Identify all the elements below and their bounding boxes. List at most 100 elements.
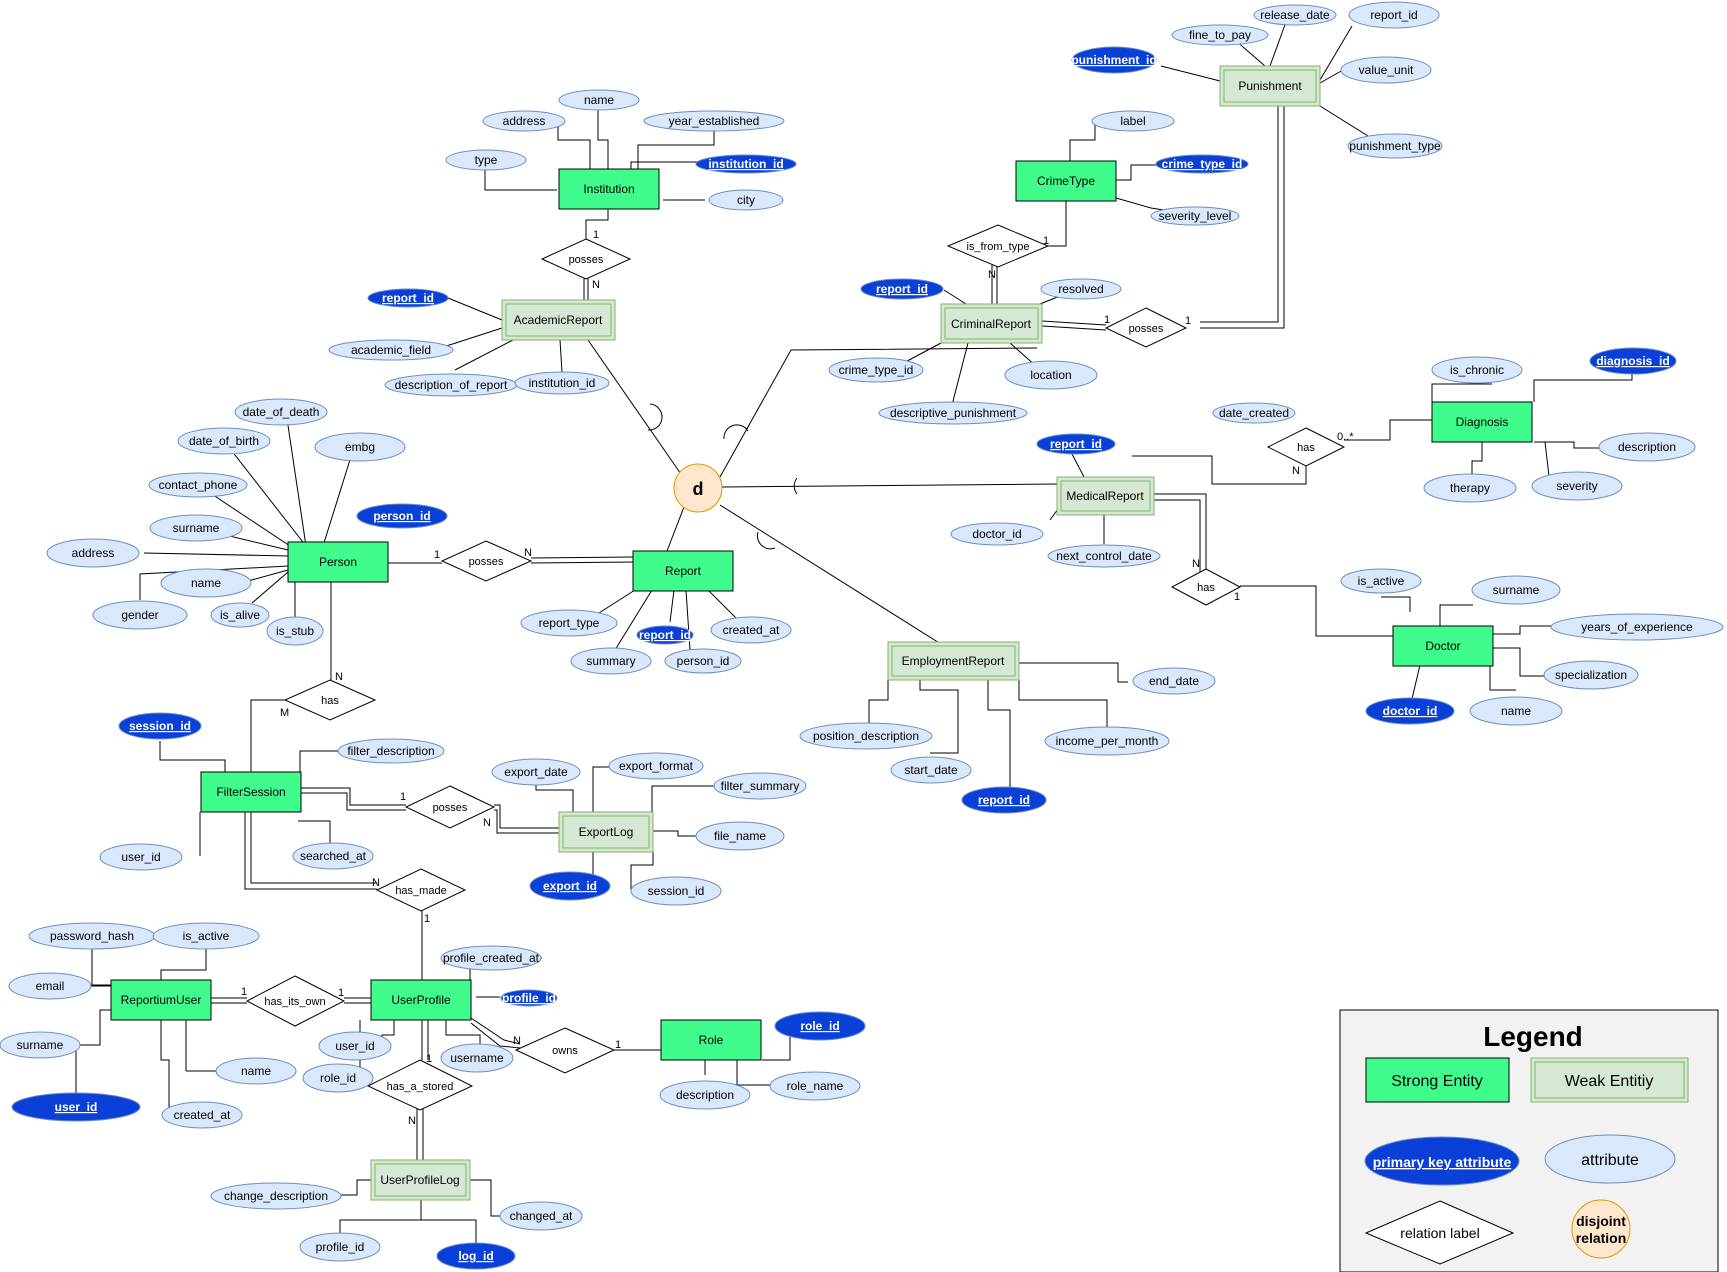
relation-is-from-type[interactable]: is_from_type (946, 224, 1050, 268)
attribute[interactable]: address (482, 110, 566, 132)
attribute[interactable]: severity (1531, 471, 1623, 501)
attribute[interactable]: name (1469, 696, 1563, 726)
attribute[interactable]: address (46, 538, 140, 568)
attribute[interactable]: profile_id (299, 1232, 381, 1262)
pk-attribute[interactable]: report_id (636, 625, 694, 645)
pk-attribute[interactable]: report_id (367, 288, 449, 308)
attribute[interactable]: name (558, 89, 640, 111)
attribute[interactable]: therapy (1423, 473, 1517, 503)
pk-attribute[interactable]: institution_id (695, 154, 797, 174)
pk-attribute[interactable]: crime_type_id (1155, 154, 1249, 174)
attribute[interactable]: filter_description (337, 738, 445, 764)
disjoint-circle[interactable]: d (673, 463, 723, 513)
attribute[interactable]: descriptive_punishment (878, 401, 1028, 425)
attribute[interactable]: is_stub (266, 616, 324, 646)
pk-attribute[interactable]: diagnosis_id (1589, 347, 1677, 375)
entity-doctor[interactable]: Doctor (1392, 625, 1494, 667)
attribute[interactable]: location (1004, 360, 1098, 390)
attribute[interactable]: date_created (1212, 402, 1296, 424)
entity-export-log[interactable]: ExportLog (558, 811, 654, 853)
relation-export-posses[interactable]: posses (404, 785, 496, 829)
attribute[interactable]: username (440, 1043, 514, 1073)
relation-person-posses[interactable]: posses (440, 540, 533, 582)
entity-report[interactable]: Report (632, 550, 734, 592)
entity-filter-session[interactable]: FilterSession (200, 771, 302, 813)
attribute[interactable]: session_id (630, 876, 722, 906)
entity-crime-type[interactable]: CrimeType (1015, 160, 1117, 202)
relation-doctor-has[interactable]: has (1170, 568, 1242, 606)
attribute[interactable]: severity_level (1150, 206, 1240, 226)
attribute[interactable]: report_id (1348, 1, 1440, 29)
attribute[interactable]: description_of_report (384, 373, 518, 397)
attribute[interactable]: change_description (210, 1182, 342, 1210)
relation-inst-posses[interactable]: posses (540, 238, 632, 280)
attribute[interactable]: file_name (695, 821, 785, 851)
attribute[interactable]: description (1598, 432, 1696, 462)
attribute[interactable]: gender (92, 600, 188, 630)
attribute[interactable]: doctor_id (950, 522, 1044, 546)
attribute[interactable]: password_hash (28, 922, 156, 950)
attribute[interactable]: searched_at (292, 842, 374, 870)
attribute[interactable]: is_active (1340, 568, 1422, 594)
entity-punishment[interactable]: Punishment (1219, 65, 1321, 107)
relation-has-made[interactable]: has_made (375, 868, 467, 912)
attribute[interactable]: specialization (1543, 660, 1639, 690)
attribute[interactable]: income_per_month (1044, 726, 1170, 756)
pk-attribute[interactable]: export_id (529, 871, 611, 901)
relation-has-its-own[interactable]: has_its_own (245, 975, 346, 1027)
attribute[interactable]: start_date (890, 756, 972, 784)
relation-person-has[interactable]: has (283, 679, 377, 721)
entity-academic-report[interactable]: AcademicReport (501, 299, 616, 341)
attribute[interactable]: person_id (664, 648, 742, 674)
relation-owns[interactable]: owns (514, 1027, 616, 1074)
pk-attribute[interactable]: session_id (118, 712, 202, 740)
attribute[interactable]: name (160, 568, 252, 598)
pk-attribute[interactable]: report_id (1036, 433, 1116, 455)
attribute[interactable]: year_established (643, 110, 785, 132)
attribute[interactable]: academic_field (328, 339, 454, 361)
attribute[interactable]: profile_created_at (440, 945, 542, 971)
attribute[interactable]: resolved (1040, 278, 1122, 300)
pk-attribute[interactable]: profile_id (500, 989, 558, 1007)
pk-attribute[interactable]: log_id (436, 1242, 516, 1270)
attribute[interactable]: created_at (710, 616, 792, 644)
attribute[interactable]: export_format (608, 752, 704, 780)
attribute[interactable]: is_alive (210, 602, 270, 628)
attribute[interactable]: surname (1471, 575, 1561, 605)
entity-diagnosis[interactable]: Diagnosis (1431, 401, 1533, 443)
pk-attribute[interactable]: doctor_id (1365, 697, 1455, 725)
attribute[interactable]: position_description (799, 722, 933, 750)
entity-institution[interactable]: Institution (558, 168, 660, 210)
attribute[interactable]: crime_type_id (828, 357, 924, 383)
attribute[interactable]: report_type (520, 609, 618, 637)
relation-diag-has[interactable]: has (1266, 427, 1346, 467)
attribute[interactable]: city (708, 189, 784, 211)
attribute[interactable]: surname (149, 514, 243, 542)
attribute[interactable]: name (215, 1057, 297, 1085)
entity-reportium-user[interactable]: ReportiumUser (110, 979, 212, 1021)
attribute[interactable]: date_of_death (234, 398, 328, 426)
attribute[interactable]: release_date (1253, 4, 1337, 26)
entity-user-profile[interactable]: UserProfile (370, 979, 472, 1021)
attribute[interactable]: export_date (491, 758, 581, 786)
attribute[interactable]: user_id (99, 843, 183, 871)
attribute[interactable]: created_at (161, 1101, 243, 1129)
attribute[interactable]: role_name (769, 1071, 861, 1101)
attribute[interactable]: punishment_type (1347, 133, 1443, 159)
attribute[interactable]: date_of_birth (177, 427, 271, 455)
attribute[interactable]: end_date (1132, 667, 1216, 695)
entity-user-profile-log[interactable]: UserProfileLog (370, 1159, 471, 1201)
attribute[interactable]: fine_to_pay (1171, 24, 1269, 46)
attribute[interactable]: institution_id (514, 371, 610, 395)
entity-criminal-report[interactable]: CriminalReport (940, 303, 1043, 344)
pk-attribute[interactable]: report_id (961, 786, 1047, 814)
relation-has-a-stored[interactable]: has_a_stored (366, 1059, 474, 1111)
entity-role[interactable]: Role (660, 1019, 762, 1061)
entity-person[interactable]: Person (287, 541, 389, 583)
pk-attribute[interactable]: punishment_id (1071, 46, 1157, 74)
pk-attribute[interactable]: role_id (774, 1011, 866, 1041)
attribute[interactable]: contact_phone (148, 472, 248, 498)
attribute[interactable]: user_id (318, 1031, 392, 1061)
attribute[interactable]: surname (0, 1031, 81, 1059)
attribute[interactable]: value_unit (1340, 56, 1432, 84)
